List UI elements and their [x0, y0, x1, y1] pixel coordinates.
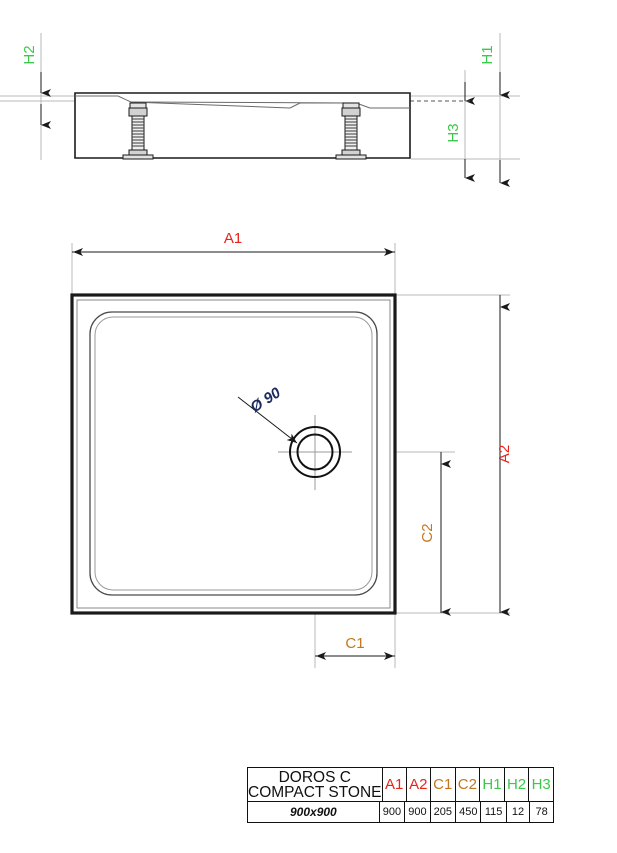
- dimension-a1: A1: [72, 230, 395, 256]
- dimension-c2: C2: [419, 452, 451, 616]
- product-name-line2: COMPACT STONE: [248, 783, 382, 801]
- table-header-row: DOROS C COMPACT STONE A1 A2 C1 C2 H1 H2 …: [247, 767, 554, 802]
- value-a1: 900: [378, 801, 406, 823]
- tray-body-section: [74, 92, 411, 159]
- header-h3: H3: [528, 767, 554, 802]
- header-a1: A1: [381, 767, 407, 802]
- adjustable-foot: [335, 102, 367, 160]
- plan-view: A1 A2 C2 C1: [70, 230, 513, 668]
- product-name-line1: DOROS C: [278, 768, 351, 786]
- row-size: 900x900: [247, 801, 380, 823]
- product-name-cell: DOROS C COMPACT STONE: [247, 767, 383, 802]
- section-view: H2 H1 H3: [0, 33, 520, 187]
- basin-outline: [89, 311, 378, 596]
- dimension-label-c2: C2: [419, 523, 436, 542]
- dimension-label-a2: A2: [496, 445, 513, 463]
- dimension-h3: H3: [445, 82, 475, 182]
- spec-table-wrapper: DOROS C COMPACT STONE A1 A2 C1 C2 H1 H2 …: [247, 767, 554, 823]
- value-h2: 12: [505, 801, 531, 823]
- header-c2: C2: [454, 767, 481, 802]
- basin-outline-inner: [94, 316, 373, 591]
- value-h1: 115: [480, 801, 507, 823]
- value-a2: 900: [404, 801, 431, 823]
- drain-hole: [289, 426, 341, 478]
- value-c2: 450: [455, 801, 482, 823]
- value-h3: 78: [529, 801, 554, 823]
- tray-slope-lines: [75, 95, 410, 109]
- dimension-label-a1: A1: [224, 230, 242, 247]
- dimension-h2: H2: [21, 45, 51, 129]
- dimension-label-h1: H1: [479, 45, 496, 64]
- value-c1: 205: [429, 801, 457, 823]
- dimension-label-c1: C1: [345, 635, 364, 652]
- header-h1: H1: [479, 767, 505, 802]
- header-h2: H2: [503, 767, 530, 802]
- table-row: 900x900 900 900 205 450 115 12 78: [247, 801, 554, 823]
- dimension-c1: C1: [315, 635, 395, 660]
- dimension-label-h2: H2: [21, 45, 38, 64]
- spec-table: DOROS C COMPACT STONE A1 A2 C1 C2 H1 H2 …: [247, 767, 554, 802]
- header-c1: C1: [429, 767, 456, 802]
- adjustable-foot: [122, 102, 154, 160]
- dimension-label-h3: H3: [445, 123, 462, 142]
- tray-outline-inner-edge: [76, 299, 391, 609]
- header-a2: A2: [405, 767, 431, 802]
- spec-table-body: 900x900 900 900 205 450 115 12 78: [247, 801, 554, 823]
- dimension-h1: H1: [479, 45, 510, 187]
- tray-outline-plan: [70, 293, 397, 615]
- dimension-a2: A2: [496, 295, 513, 616]
